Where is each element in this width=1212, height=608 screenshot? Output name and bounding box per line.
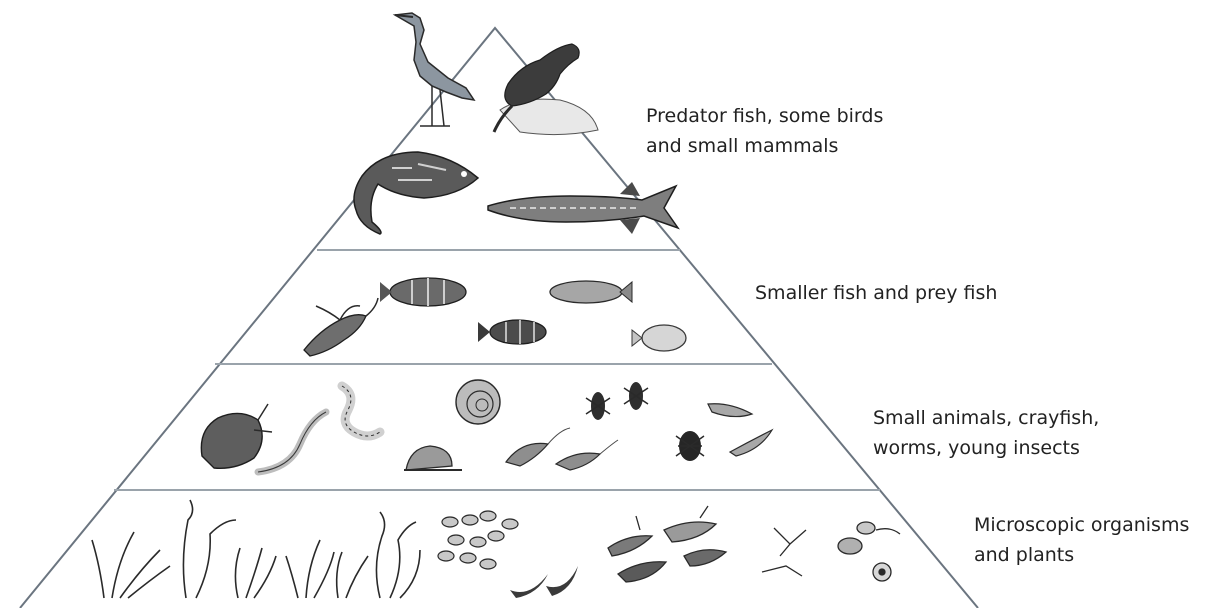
tier-label-microscopic: Microscopic organisms and plants [974, 510, 1189, 570]
otter-illustration [494, 44, 598, 135]
earthworm-illustration [342, 386, 380, 436]
leech-illustration [708, 404, 772, 456]
zooplankton-illustration [608, 506, 726, 582]
round-fish-illustration [632, 325, 686, 351]
tier-label-line: and small mammals [646, 131, 883, 161]
tier-label-line: Predator fish, some birds [646, 101, 883, 131]
protozoa-illustration [762, 522, 900, 581]
tier-label-line: worms, young insects [873, 433, 1099, 463]
bass-illustration [354, 152, 478, 234]
ammonite-shell-illustration [456, 380, 500, 424]
tier-label-small-animals: Small animals, crayfish, worms, young in… [873, 403, 1099, 463]
diving-beetle-illustration [676, 431, 704, 461]
minnow-illustration [550, 281, 632, 303]
water-bug-illustration [586, 382, 648, 420]
crayfish-illustration [304, 298, 378, 356]
tier-label-line: Smaller fish and prey fish [755, 278, 997, 308]
striped-fish-illustration [380, 278, 466, 306]
worm-illustration [258, 412, 326, 472]
snail-illustration [404, 446, 462, 470]
algae-cells-illustration [438, 511, 518, 569]
tier-label-line: and plants [974, 540, 1189, 570]
tier-label-predators: Predator fish, some birds and small mamm… [646, 101, 883, 161]
beetle-larva-illustration [201, 404, 272, 468]
pike-illustration [488, 182, 678, 234]
seaweed-illustration [92, 500, 420, 598]
shrimp-illustration [506, 428, 618, 470]
tier-label-line: Microscopic organisms [974, 510, 1189, 540]
tier-label-line: Small animals, crayfish, [873, 403, 1099, 433]
perch-illustration [478, 320, 546, 344]
tier-label-prey-fish: Smaller fish and prey fish [755, 278, 997, 308]
diatoms-illustration [510, 566, 578, 598]
